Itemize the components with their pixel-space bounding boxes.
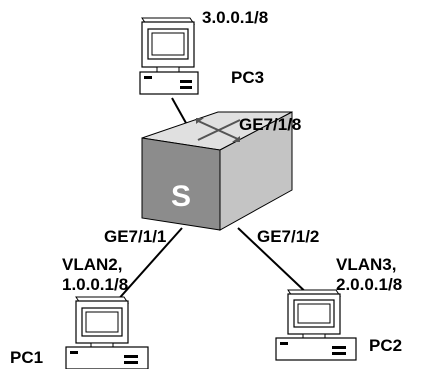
- port-ge-2-label: GE7/1/2: [257, 227, 320, 246]
- pc2-name-label: PC2: [369, 336, 403, 355]
- pc3-ip-label: 3.0.0.1/8: [202, 8, 269, 27]
- switch-logo: S: [171, 180, 191, 213]
- link-switch-pc1: [114, 227, 183, 304]
- pc1-icon: [65, 296, 149, 370]
- pc1-vlan-label: VLAN2,: [62, 255, 123, 274]
- pc2-icon: [275, 289, 357, 361]
- pc1-name-label: PC1: [10, 348, 44, 367]
- link-switch-pc2: [237, 227, 313, 299]
- pc1-ip-label: 1.0.0.1/8: [62, 275, 129, 294]
- pc3-icon: [139, 17, 199, 95]
- pc2-ip-label: 2.0.0.1/8: [336, 275, 403, 294]
- pc3-name-label: PC3: [231, 68, 265, 87]
- switch-icon: S: [141, 111, 293, 231]
- port-ge-1-label: GE7/1/1: [104, 227, 167, 246]
- pc2-vlan-label: VLAN3,: [336, 255, 397, 274]
- port-ge-8-label: GE7/1/8: [239, 115, 302, 134]
